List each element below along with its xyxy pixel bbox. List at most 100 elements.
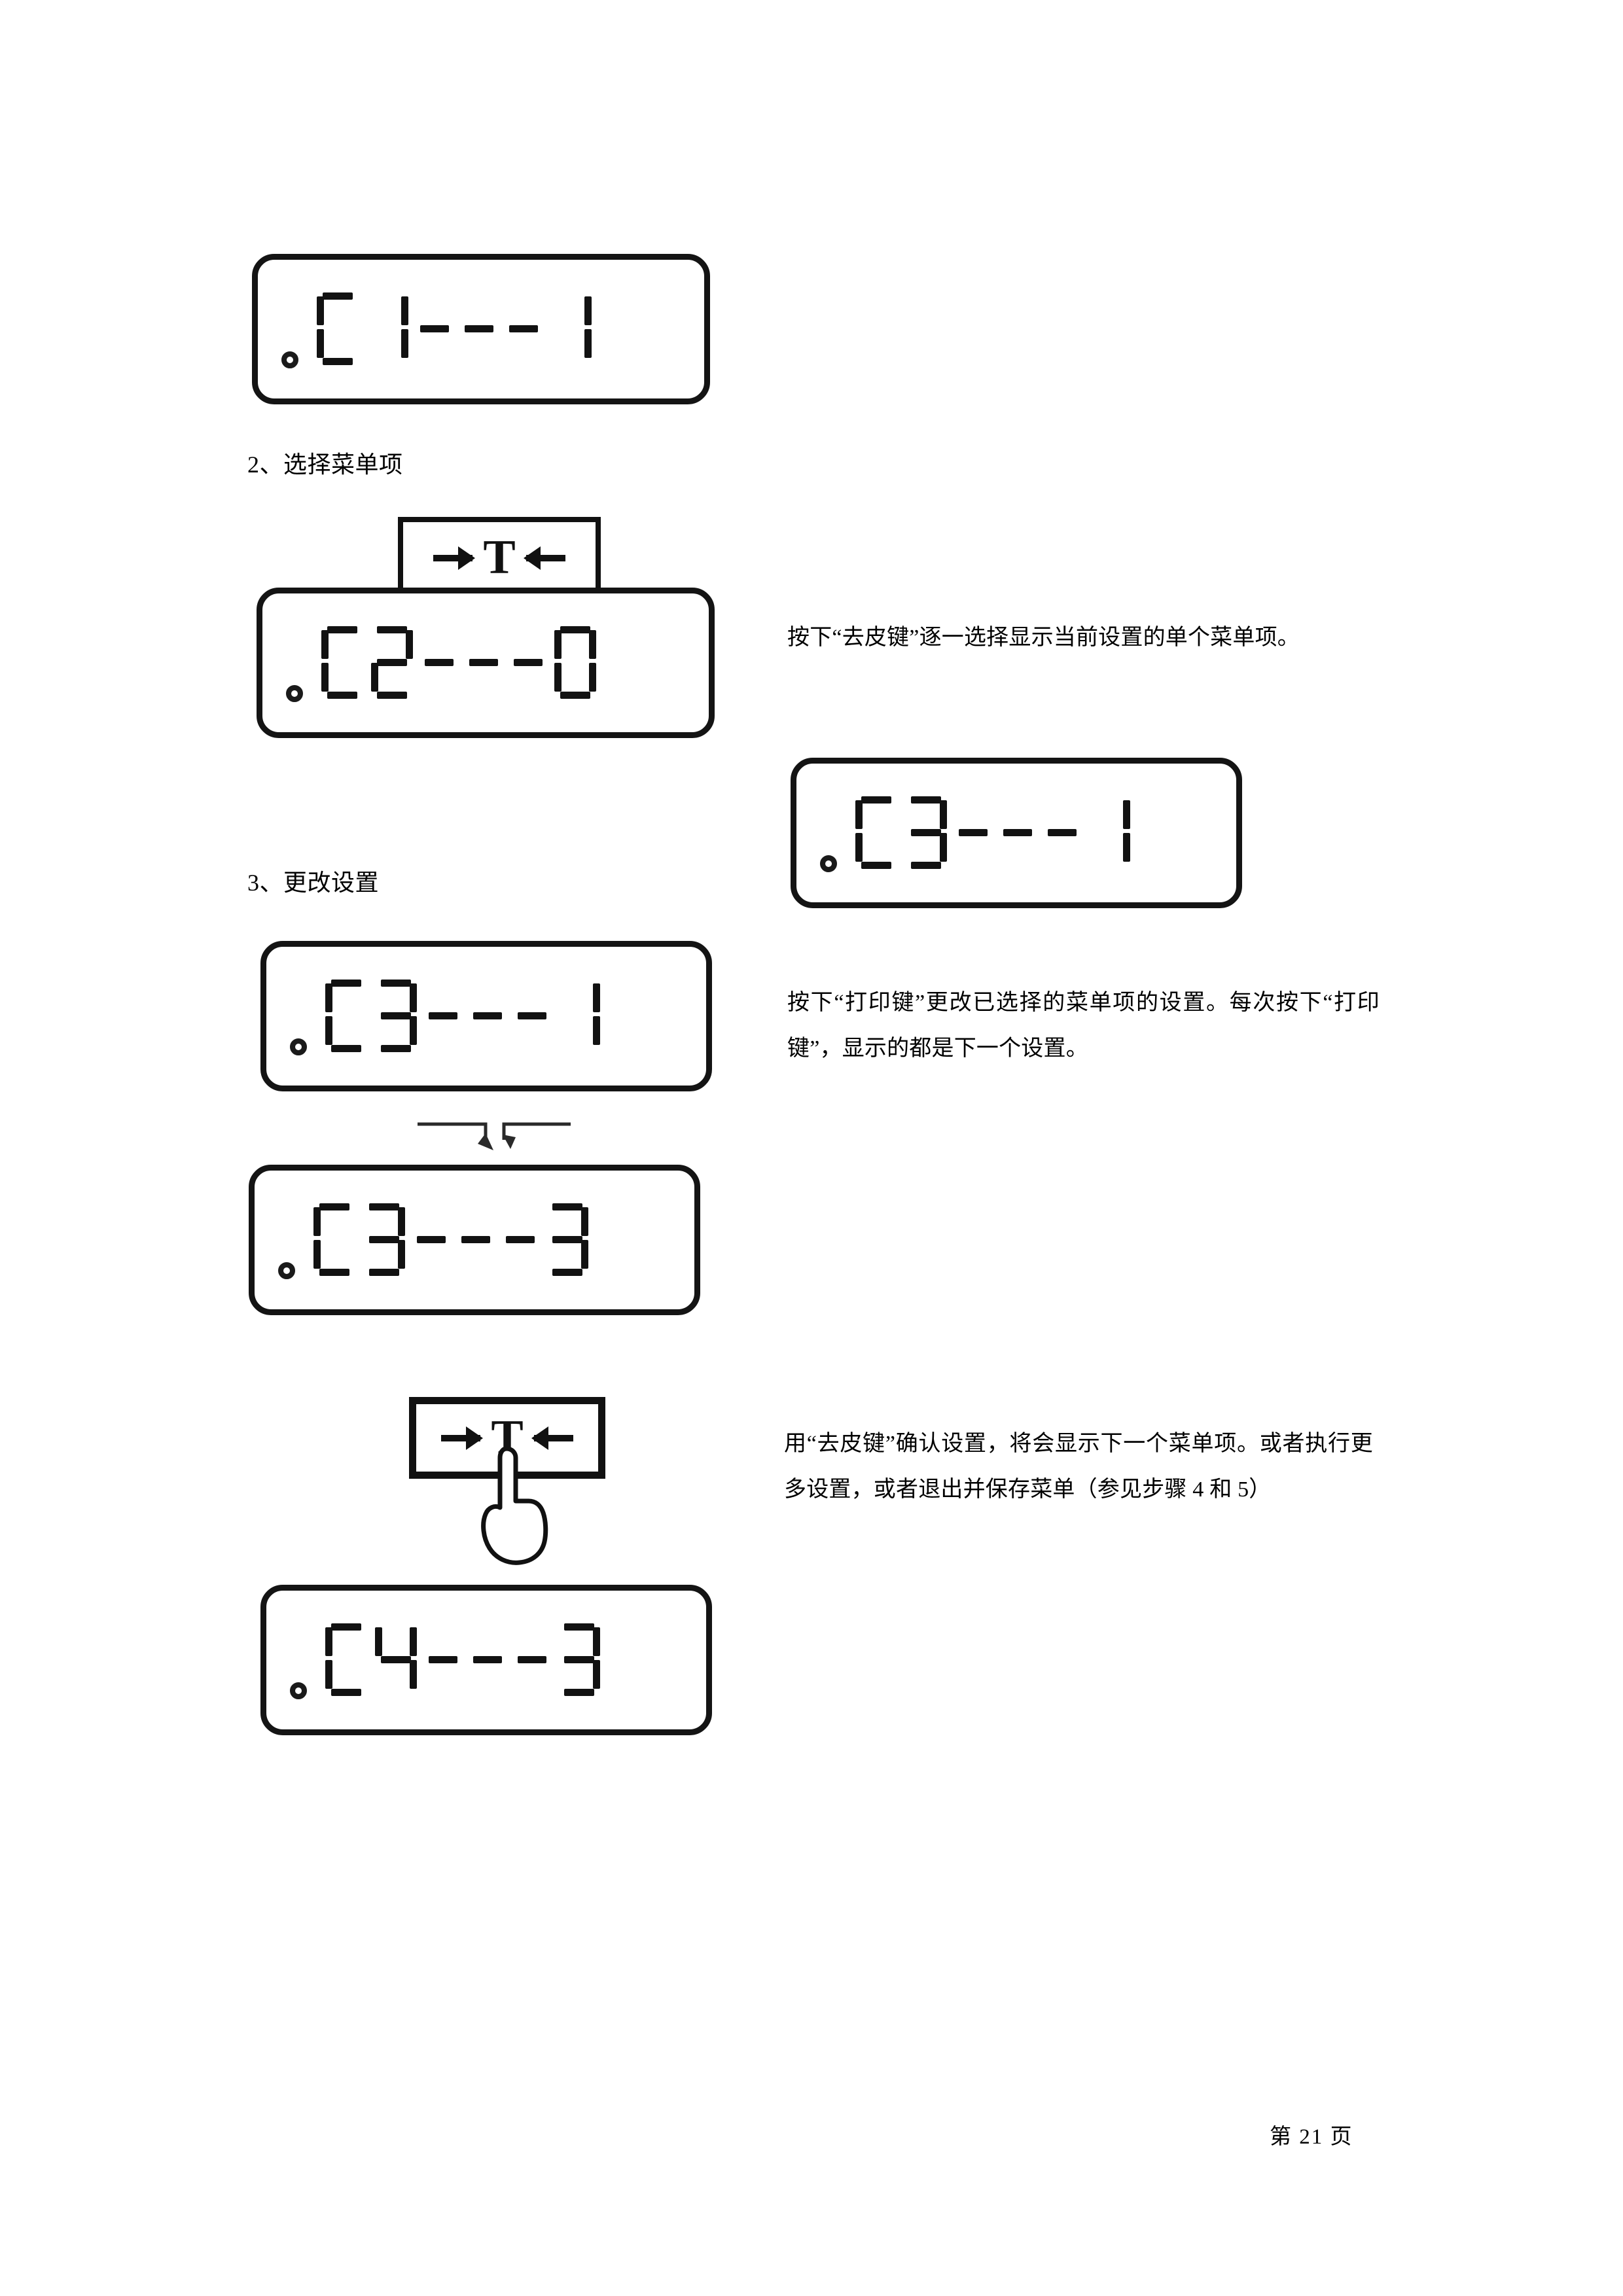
- transition-arrow-icon: [418, 1122, 571, 1150]
- segment-dash: [999, 796, 1037, 870]
- segment-g: [552, 1236, 582, 1243]
- stability-indicator-icon: [281, 351, 298, 368]
- seven-segment-row: [321, 626, 604, 699]
- seven-segment-row: [325, 980, 608, 1053]
- segment-digit: [550, 292, 592, 366]
- tare-key-button-2[interactable]: T: [409, 1397, 605, 1479]
- tare-key-button-1[interactable]: T: [398, 517, 601, 599]
- segment-dash: [514, 980, 552, 1053]
- segment-f: [313, 1207, 321, 1236]
- segment-g: [911, 829, 941, 836]
- segment-f: [317, 296, 324, 325]
- segment-g: [514, 659, 543, 666]
- segment-c: [584, 329, 592, 358]
- segment-a: [327, 626, 357, 633]
- segment-g: [429, 1012, 457, 1019]
- segment-e: [554, 663, 562, 692]
- instruction-paragraph-3: 用“去皮键”确认设置，将会显示下一个菜单项。或者执行更多设置，或者退出并保存菜单…: [784, 1432, 1373, 1502]
- section-heading-step3: 3、更改设置: [247, 870, 380, 896]
- segment-digit: [855, 796, 897, 870]
- segment-a: [564, 1623, 594, 1631]
- segment-digit: [558, 1623, 600, 1697]
- segment-g: [518, 1656, 546, 1663]
- lcd-display-c3-after: [249, 1165, 700, 1315]
- instruction-paragraph-2: 按下“打印键”更改已选择的菜单项的设置。每次按下“打印键”，显示的都是下一个设置…: [787, 991, 1380, 1061]
- segment-digit: [317, 292, 359, 366]
- segment-digit: [558, 980, 600, 1053]
- section-heading-step2: 2、选择菜单项: [247, 451, 403, 478]
- segment-digit: [905, 796, 947, 870]
- segment-d: [327, 692, 357, 699]
- seven-segment-row: [325, 1623, 608, 1697]
- segment-d: [861, 862, 891, 869]
- segment-g: [959, 829, 988, 836]
- segment-c: [1123, 833, 1130, 862]
- segment-a: [381, 980, 411, 987]
- segment-digit: [321, 626, 363, 699]
- segment-e: [855, 833, 863, 862]
- segment-f: [325, 1627, 332, 1656]
- segment-b: [406, 630, 413, 659]
- segment-e: [325, 1660, 332, 1689]
- segment-b: [398, 1207, 405, 1236]
- segment-c: [589, 663, 596, 692]
- segment-g: [381, 1656, 411, 1663]
- segment-c: [410, 1660, 417, 1689]
- segment-dash: [469, 1623, 507, 1697]
- segment-a: [369, 1203, 399, 1210]
- segment-b: [410, 1627, 417, 1656]
- segment-a: [911, 796, 941, 804]
- segment-e: [317, 329, 324, 358]
- segment-c: [593, 1660, 600, 1689]
- segment-g: [369, 1236, 399, 1243]
- stability-indicator-icon: [290, 1038, 307, 1055]
- segment-digit: [554, 626, 596, 699]
- segment-dash: [510, 626, 548, 699]
- segment-digit: [375, 1623, 417, 1697]
- segment-c: [410, 1016, 417, 1045]
- lcd-display-c1: [252, 254, 710, 404]
- segment-b: [401, 296, 408, 325]
- arrow-right-icon: [433, 546, 476, 570]
- segment-a: [861, 796, 891, 804]
- segment-digit: [325, 1623, 367, 1697]
- segment-dash: [461, 292, 499, 366]
- segment-f: [554, 630, 562, 659]
- segment-e: [321, 663, 329, 692]
- segment-g: [420, 325, 449, 332]
- segment-d: [331, 1689, 361, 1696]
- segment-d: [331, 1045, 361, 1052]
- segment-b: [584, 296, 592, 325]
- segment-d: [911, 862, 941, 869]
- segment-dash: [421, 626, 459, 699]
- segment-dash: [469, 980, 507, 1053]
- lcd-display-c4: [260, 1585, 712, 1735]
- segment-dash: [1044, 796, 1082, 870]
- segment-d: [377, 692, 407, 699]
- segment-c: [581, 1240, 588, 1269]
- segment-e: [325, 1016, 332, 1045]
- arrow-right-icon: [441, 1426, 484, 1450]
- segment-g: [1048, 829, 1077, 836]
- stability-indicator-icon: [286, 685, 303, 702]
- segment-c: [940, 833, 947, 862]
- segment-dash: [457, 1203, 495, 1277]
- segment-b: [410, 983, 417, 1012]
- segment-g: [465, 325, 493, 332]
- segment-d: [369, 1269, 399, 1276]
- lcd-display-c3-right: [791, 758, 1242, 908]
- segment-dash: [416, 292, 454, 366]
- segment-d: [564, 1689, 594, 1696]
- segment-a: [323, 292, 353, 300]
- arrow-left-icon: [531, 1426, 573, 1450]
- segment-dash: [514, 1623, 552, 1697]
- segment-a: [319, 1203, 349, 1210]
- tare-symbol-icon: T: [433, 533, 565, 582]
- segment-g: [417, 1236, 446, 1243]
- segment-a: [560, 626, 590, 633]
- segment-b: [593, 1627, 600, 1656]
- segment-g: [518, 1012, 546, 1019]
- segment-g: [381, 1012, 411, 1019]
- segment-dash: [505, 292, 543, 366]
- segment-digit: [325, 980, 367, 1053]
